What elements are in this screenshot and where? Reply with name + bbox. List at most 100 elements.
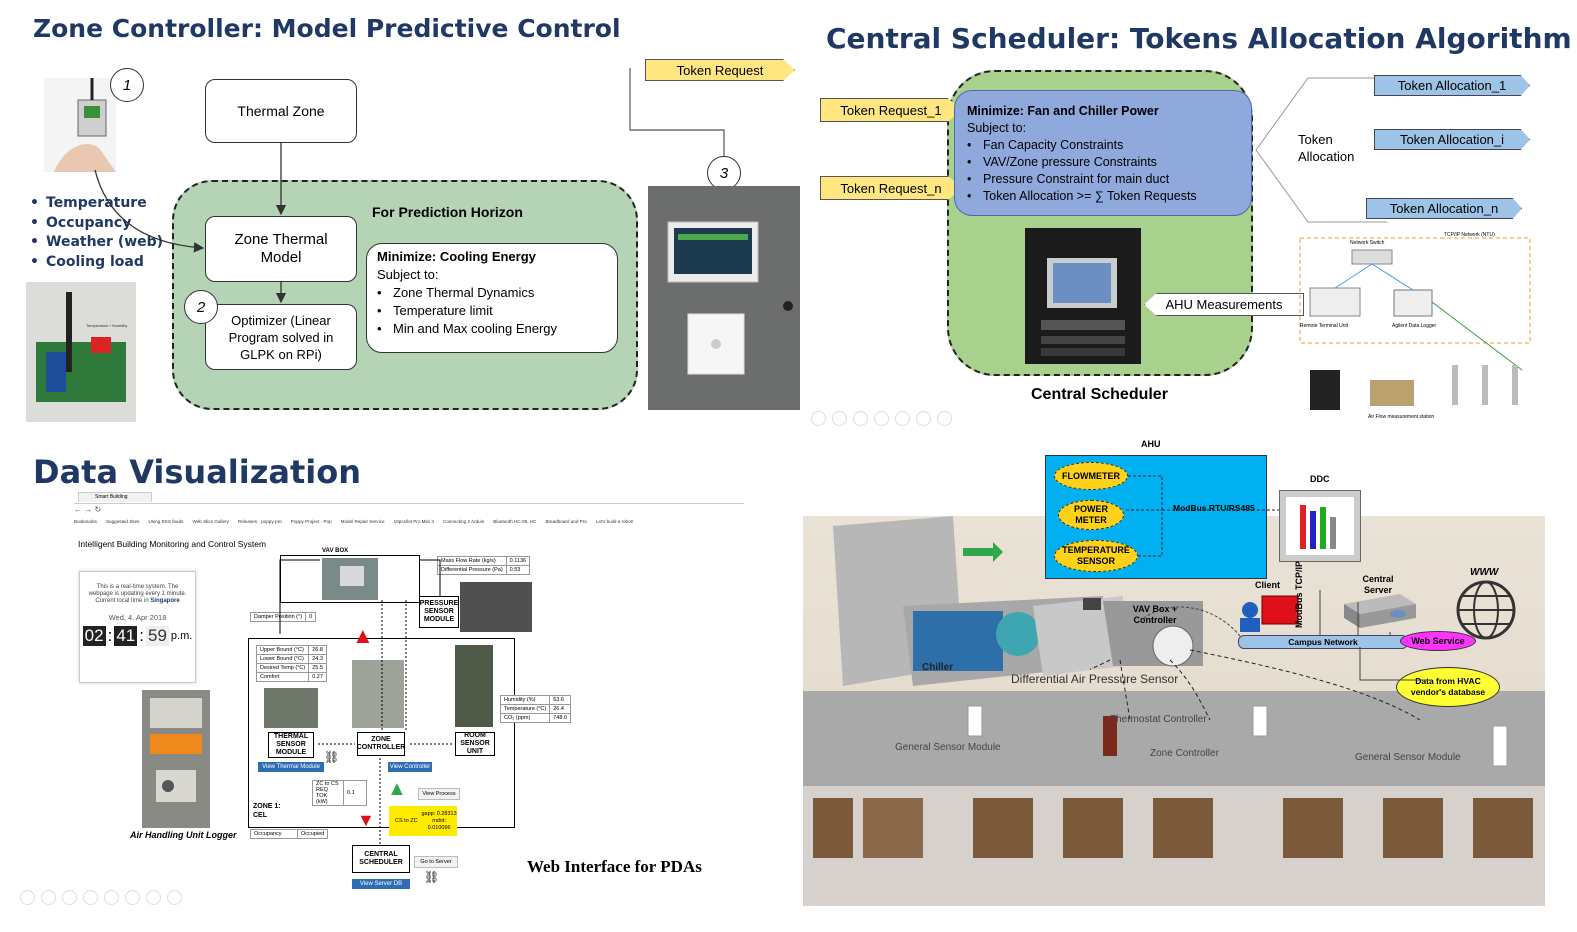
nav-dot-icon[interactable] bbox=[811, 411, 826, 426]
view-server-db-button[interactable]: View Server DB bbox=[352, 879, 410, 889]
globe-icon bbox=[1450, 578, 1522, 642]
go-to-server-button[interactable]: Go to Server bbox=[414, 856, 458, 868]
input-temperature: Temperature bbox=[30, 194, 163, 214]
constraint-item: Token Allocation >= ∑ Token Requests bbox=[967, 188, 1239, 205]
modbus-rtu-label: ModBus RTU/RS485 bbox=[1173, 503, 1255, 513]
token-request-1-tag: Token Request_1 bbox=[820, 98, 962, 122]
bound-label: Comfort bbox=[255, 672, 310, 682]
green-up-arrow-icon: ▲ bbox=[387, 778, 407, 800]
nav-dot-icon[interactable] bbox=[937, 411, 952, 426]
input-occupancy: Occupancy bbox=[30, 214, 163, 234]
damper-table: Damper Position (°)0 bbox=[249, 612, 317, 622]
page-heading: Intelligent Building Monitoring and Cont… bbox=[78, 539, 267, 549]
nav-dot-icon[interactable] bbox=[62, 890, 77, 905]
bookmark-item[interactable]: Suggested Sites bbox=[105, 519, 140, 524]
up-arrow-icon: ▲ bbox=[352, 623, 374, 648]
nav-dot-icon[interactable] bbox=[832, 411, 847, 426]
www-label: WWW bbox=[1470, 567, 1499, 578]
nav-dot-icon[interactable] bbox=[916, 411, 931, 426]
flowmeter-ellipse: FLOWMETER bbox=[1054, 462, 1128, 490]
optimizer-box: Optimizer (Linear Program solved in GLPK… bbox=[205, 304, 357, 370]
data-visualization-title: Data Visualization bbox=[33, 453, 361, 491]
input-list: Temperature Occupancy Weather (web) Cool… bbox=[30, 194, 163, 272]
nav-dot-icon[interactable] bbox=[104, 890, 119, 905]
bookmark-item[interactable]: Bluetooth HC-05, HC bbox=[493, 519, 537, 524]
logger-caption: Air Handling Unit Logger bbox=[130, 830, 237, 840]
sensor-board-photo: Temperature / Humidity bbox=[26, 282, 136, 422]
bookmark-item[interactable]: Breadboard and Pro bbox=[545, 519, 587, 524]
cooling-constraint-list: Zone Thermal Dynamics Temperature limit … bbox=[377, 284, 607, 338]
handheld-sensor-photo bbox=[44, 78, 116, 172]
nav-dot-icon[interactable] bbox=[41, 890, 56, 905]
constraint-item: Fan Capacity Constraints bbox=[967, 137, 1239, 154]
fan-chiller-minimize: Minimize: Fan and Chiller Power bbox=[967, 104, 1159, 118]
clock-display: 02: 41: 59 p.m. bbox=[82, 626, 193, 646]
back-icon[interactable]: ← bbox=[74, 505, 82, 514]
clock-ampm: p.m. bbox=[170, 630, 193, 642]
zc-cs-table: ZC to CS REQ TOK (kW)0.1 bbox=[312, 780, 367, 806]
bookmark-item[interactable]: Let's build a robot! bbox=[595, 519, 634, 524]
nav-dot-icon[interactable] bbox=[146, 890, 161, 905]
browser-tabbar: Smart Building bbox=[74, 492, 744, 504]
bookmark-item[interactable]: Web Slice Gallery bbox=[192, 519, 229, 524]
chiller-label: Chiller bbox=[922, 662, 954, 673]
bookmark-item[interactable]: 10pcs/lot Pro Mini 3 bbox=[393, 519, 434, 524]
bookmark-item[interactable]: Using RSS feeds bbox=[148, 519, 184, 524]
input-cooling-load: Cooling load bbox=[30, 253, 163, 273]
constraint-item: Zone Thermal Dynamics bbox=[377, 284, 607, 302]
nav-dot-icon[interactable] bbox=[20, 890, 35, 905]
bookmark-item[interactable]: Model Repair Service bbox=[340, 519, 385, 524]
q4-connectors bbox=[1090, 590, 1430, 721]
view-controller-button[interactable]: View Controller bbox=[388, 762, 432, 772]
view-thermal-module-button[interactable]: View Thermal Module bbox=[258, 762, 324, 772]
marker-1: 1 bbox=[110, 68, 144, 102]
reload-icon[interactable]: ↻ bbox=[94, 505, 102, 514]
nav-dot-icon[interactable] bbox=[874, 411, 889, 426]
constraint-item: Pressure Constraint for main duct bbox=[967, 171, 1239, 188]
prediction-horizon-label: For Prediction Horizon bbox=[372, 204, 523, 220]
server-rack-photo bbox=[1025, 228, 1141, 364]
net-airflow-label: Air Flow measurement station bbox=[1368, 414, 1435, 420]
nav-dot-icon[interactable] bbox=[895, 411, 910, 426]
svg-text:Temperature / Humidity: Temperature / Humidity bbox=[86, 323, 127, 328]
browser-tab[interactable]: Smart Building bbox=[78, 492, 152, 502]
room-reading-value: 26.4 bbox=[549, 704, 572, 714]
net-logger-label: Agilent Data Logger bbox=[1392, 323, 1437, 329]
constraint-item: Temperature limit bbox=[377, 302, 607, 320]
constraint-item: Min and Max cooling Energy bbox=[377, 320, 607, 338]
view-process-button[interactable]: View Process bbox=[418, 788, 460, 800]
ahu-label: AHU bbox=[1141, 439, 1161, 449]
bookmark-item[interactable]: Poppy Project - Pop bbox=[290, 519, 332, 524]
general-sensor-right-label: General Sensor Module bbox=[1355, 752, 1461, 763]
forward-icon[interactable]: → bbox=[84, 505, 93, 514]
building-render bbox=[803, 516, 1545, 906]
central-server-label: Central Server bbox=[1362, 574, 1394, 595]
temperature-sensor-ellipse: TEMPERATURE SENSOR bbox=[1054, 540, 1138, 572]
vav-controller-label: VAV Box + Controller bbox=[1132, 604, 1178, 625]
token-request-n-tag: Token Request_n bbox=[820, 176, 962, 200]
room-reading-value: 748.0 bbox=[549, 713, 572, 723]
bound-value: 0.27 bbox=[308, 672, 327, 682]
nav-dot-icon[interactable] bbox=[167, 890, 182, 905]
nav-dot-icon[interactable] bbox=[125, 890, 140, 905]
net-rtu-label: Remote Terminal Unit bbox=[1300, 323, 1348, 329]
thermal-sensor-module-box: THERMAL SENSOR MODULE bbox=[268, 732, 314, 758]
bookmarks-bar: Bookmarks Suggested Sites Using RSS feed… bbox=[74, 519, 744, 529]
room-reading-value: 63.6 bbox=[549, 695, 572, 705]
city-label: Singapore bbox=[150, 598, 180, 604]
ddc-label: DDC bbox=[1310, 474, 1330, 484]
zone-frame bbox=[248, 638, 515, 828]
bookmark-item[interactable]: Connecting 2 Arduin bbox=[442, 519, 485, 524]
bookmark-item[interactable]: Releases · poppy-pro bbox=[237, 519, 282, 524]
nav-dot-icon[interactable] bbox=[853, 411, 868, 426]
realtime-card: This is a real-time system. The webpage … bbox=[79, 571, 196, 683]
bookmark-item[interactable]: Bookmarks bbox=[74, 519, 97, 524]
nav-dot-icon[interactable] bbox=[83, 890, 98, 905]
cooling-subject-label: Subject to: bbox=[377, 267, 439, 282]
token-allocation-n-tag: Token Allocation_n bbox=[1366, 198, 1522, 219]
web-connectors bbox=[279, 559, 452, 844]
hvac-data-ellipse: Data from HVAC vendor's database bbox=[1396, 667, 1500, 707]
clock-minutes: 41 bbox=[114, 626, 138, 646]
